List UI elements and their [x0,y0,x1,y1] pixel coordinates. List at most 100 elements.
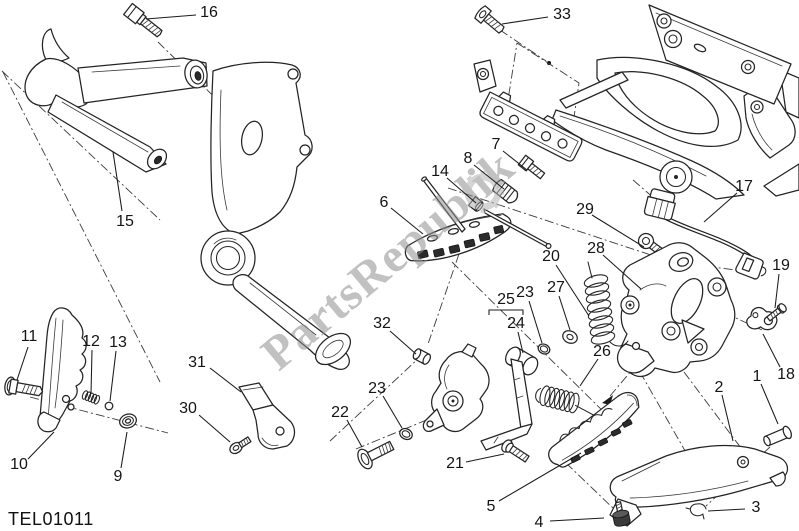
callout-9: 9 [114,468,123,485]
part-master-cylinder [422,343,490,433]
part-brake-pedal [232,274,352,370]
callout-leader-16 [145,14,197,20]
part-screw-19 [766,303,787,322]
callout-leader-33 [501,16,549,25]
callout-5: 5 [487,498,496,515]
callout-2: 2 [715,379,724,396]
callout-10: 10 [10,456,28,473]
callout-leader-27 [558,295,571,331]
part-footpeg-10 [37,307,87,433]
callout-leader-21 [465,453,505,463]
part-footpeg-5 [548,391,640,468]
callout-20: 20 [542,248,560,265]
callout-leader-26 [579,358,599,387]
callout-leader-19 [774,273,780,309]
part-spring-12 [81,390,101,405]
callout-15: 15 [116,213,134,230]
part-screw-22 [357,440,395,470]
callout-29: 29 [576,201,594,218]
catalog-code: TEL01011 [8,509,94,529]
part-pin-1 [763,425,792,447]
callout-leader-14 [446,177,477,204]
callout-19: 19 [772,257,790,274]
callout-leader-8 [473,164,505,190]
part-oring-23b [399,427,413,441]
callout-leader-11 [16,346,29,381]
callout-25: 25 [497,291,515,308]
callout-leader-3 [707,508,746,512]
part-hex-bolt-16 [123,2,163,38]
callout-leader-23 [528,300,543,344]
callout-leader-22 [346,419,363,448]
part-retainer-18 [746,306,778,331]
part-screw-33 [474,5,505,34]
part-nut-32 [412,348,432,365]
callout-leader-9 [120,431,128,469]
callout-23: 23 [516,284,534,301]
callout-leader-12 [90,349,93,395]
callout-32: 32 [373,315,391,332]
callout-leader-2 [721,394,734,442]
callout-18: 18 [777,366,795,383]
part-cover-2 [609,444,788,527]
part-clip-3 [685,503,707,520]
part-lever-bracket [480,358,533,451]
callout-leader-13 [109,350,117,402]
callout-27: 27 [547,279,565,296]
part-plate-bracket [479,91,583,162]
part-footpeg-rubber-6 [404,213,512,262]
part-screw-21 [501,439,530,463]
callout-leader-28 [602,254,642,290]
part-pin-14 [421,176,466,233]
part-sensor-cable-17 [643,188,767,280]
callout-leader-30 [198,414,231,443]
part-washer-9 [119,413,137,429]
callout-8: 8 [464,150,473,167]
callout-26: 26 [593,343,611,360]
callout-21: 21 [446,455,464,472]
part-bracket-end-cap [473,59,497,93]
callout-12: 12 [82,333,100,350]
callout-leader-10 [27,431,55,460]
callout-13: 13 [109,334,127,351]
callout-16: 16 [200,4,218,21]
part-support-arm-15 [24,28,208,173]
callout-leader-6 [390,207,424,235]
callout-33: 33 [553,6,571,23]
callout-leader-24 [517,331,524,354]
part-screw-30 [229,436,252,455]
callout-28: 28 [587,240,605,257]
callout-3: 3 [752,499,761,516]
callout-24: 24 [507,315,525,332]
part-screw-4 [612,501,631,527]
callout-leader-32 [389,330,417,355]
callout-leader-17 [703,192,738,223]
callout-leader-23 [382,395,403,429]
part-rear-subframe [551,4,799,200]
callout-6: 6 [380,194,389,211]
callout-brace-25 [488,309,524,315]
callout-leader-4 [549,517,605,522]
callout-14: 14 [431,163,449,180]
callout-11: 11 [21,328,38,345]
callout-leader-29 [591,214,645,248]
callout-17: 17 [735,178,753,195]
part-spring-20 [583,261,629,347]
part-oring-23 [537,343,551,355]
callout-23: 23 [368,380,386,397]
part-bolt-11 [4,376,44,397]
callout-leader-5 [498,452,582,502]
part-hanger-bracket-28 [616,242,736,378]
callout-31: 31 [188,354,206,371]
part-spring-26 [535,385,599,421]
part-bushing-24 [505,346,539,376]
callout-4: 4 [535,514,544,531]
callout-1: 1 [753,368,762,385]
callout-leader-1 [760,383,779,425]
part-bracket-31 [238,382,296,450]
parts-layer [4,2,799,527]
callout-leader-15 [112,151,123,212]
callout-30: 30 [179,400,197,417]
